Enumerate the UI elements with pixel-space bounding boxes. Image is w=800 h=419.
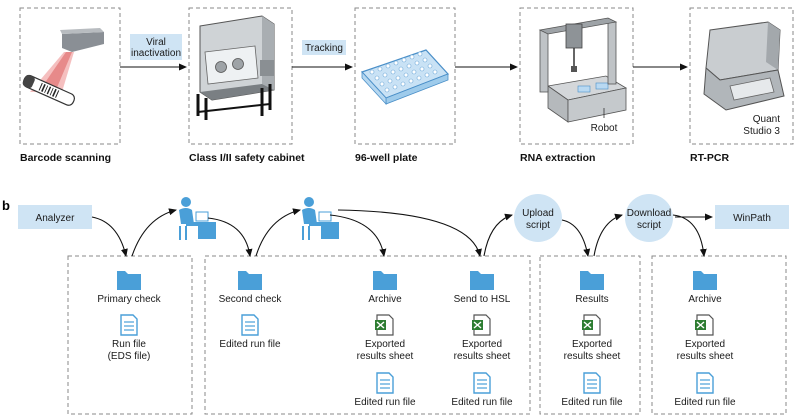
folder-icon: [470, 271, 494, 290]
winpath-label: WinPath: [733, 213, 771, 224]
download-line1: Download: [627, 208, 671, 219]
user-at-desk-icon: [179, 197, 216, 240]
step-label-rtpcr: RT-PCR: [690, 152, 730, 164]
edited-run-file-label: Edited run file: [354, 397, 416, 408]
spreadsheet-icon: [695, 314, 714, 336]
spreadsheet-icon: [375, 314, 394, 336]
arrow-sendhsl-upload: [483, 213, 513, 257]
tracking-box: [302, 40, 346, 55]
well-plate-icon: [360, 49, 450, 106]
document-icon: [241, 314, 259, 336]
panel-a: Barcode scanning Class I/II safety cabin…: [19, 7, 794, 164]
download-script-bubble: [625, 194, 673, 242]
exported-line1: Exported: [462, 339, 502, 350]
arrow-download-archive: [672, 214, 707, 257]
archive-final-frame: [651, 255, 787, 415]
arrow-second-user2: [255, 208, 301, 257]
exported-line2: results sheet: [454, 351, 511, 362]
edited-run-file-label: Edited run file: [451, 397, 513, 408]
folder-icon: [373, 271, 397, 290]
arrow-analyzer-primary: [91, 216, 128, 257]
arrow-user1-second: [207, 217, 253, 257]
folder-icon: [238, 271, 262, 290]
panel-b: b Analyzer WinPath Upload s: [2, 194, 789, 415]
exported-line2: results sheet: [677, 351, 734, 362]
arrow-results-download: [593, 213, 623, 257]
primary-frame: [67, 255, 193, 415]
arrow-user2-sendhsl: [337, 209, 482, 257]
plate-frame: [354, 7, 456, 145]
robot-icon: [538, 17, 628, 123]
second-frame: [204, 255, 531, 415]
analyzer-label: Analyzer: [36, 213, 76, 224]
exported-line1: Exported: [365, 339, 405, 350]
document-icon: [696, 372, 714, 394]
primary-check-label: Primary check: [97, 294, 161, 305]
folder-icon: [117, 271, 141, 290]
upload-line1: Upload: [522, 208, 554, 219]
rtpcr-frame: [689, 7, 794, 145]
barcode-frame: [19, 7, 121, 145]
arrow-upload-results: [561, 219, 591, 257]
step-label-cabinet: Class I/II safety cabinet: [189, 152, 305, 164]
results-label: Results: [575, 294, 608, 305]
exported-line1: Exported: [572, 339, 612, 350]
exported-line1: Exported: [685, 339, 725, 350]
run-file-line1: Run file: [112, 339, 146, 350]
download-line2: script: [637, 220, 661, 231]
viral-label-line1: Viral: [146, 37, 166, 48]
viral-inactivation-box: [130, 34, 182, 60]
extraction-frame: [519, 7, 634, 145]
document-icon: [120, 314, 138, 336]
second-check-label: Second check: [219, 294, 283, 305]
archive-label: Archive: [368, 294, 402, 305]
spreadsheet-icon: [472, 314, 491, 336]
folder-icon: [693, 271, 717, 290]
upload-line2: script: [526, 220, 550, 231]
panel-letter-b: b: [2, 198, 10, 213]
viral-label-line2: inactivation: [131, 48, 181, 59]
cabinet-frame: [188, 7, 293, 145]
step-label-plate: 96-well plate: [355, 152, 418, 164]
step-label-extraction: RNA extraction: [520, 152, 595, 164]
edited-run-file-label: Edited run file: [561, 397, 623, 408]
step-labels: Barcode scanning Class I/II safety cabin…: [20, 152, 730, 164]
document-icon: [473, 372, 491, 394]
upload-script-bubble: [514, 194, 562, 242]
barcode-scanner-icon: [22, 28, 104, 106]
analyzer-box: [18, 205, 92, 229]
robot-label: Robot: [591, 123, 618, 134]
step-label-barcode: Barcode scanning: [20, 152, 111, 164]
tracking-label: Tracking: [305, 43, 343, 54]
edited-run-file-label: Edited run file: [674, 397, 736, 408]
safety-cabinet-icon: [196, 15, 275, 120]
document-icon: [376, 372, 394, 394]
send-to-hsl-label: Send to HSL: [454, 294, 511, 305]
exported-line2: results sheet: [564, 351, 621, 362]
archive-final-label: Archive: [688, 294, 722, 305]
quant-label-line2: Studio 3: [743, 126, 780, 137]
quant-label-line1: Quant: [753, 114, 780, 125]
run-file-line2: (EDS file): [108, 351, 151, 362]
arrow-primary-user1: [131, 208, 177, 257]
edited-run-file-label: Edited run file: [219, 339, 281, 350]
exported-line2: results sheet: [357, 351, 414, 362]
pcr-machine-icon: [703, 21, 785, 111]
folder-icon: [580, 271, 604, 290]
arrow-user2-archive: [329, 214, 387, 257]
document-icon: [583, 372, 601, 394]
spreadsheet-icon: [582, 314, 601, 336]
user-at-desk-icon: [302, 197, 339, 240]
winpath-box: [715, 205, 789, 229]
